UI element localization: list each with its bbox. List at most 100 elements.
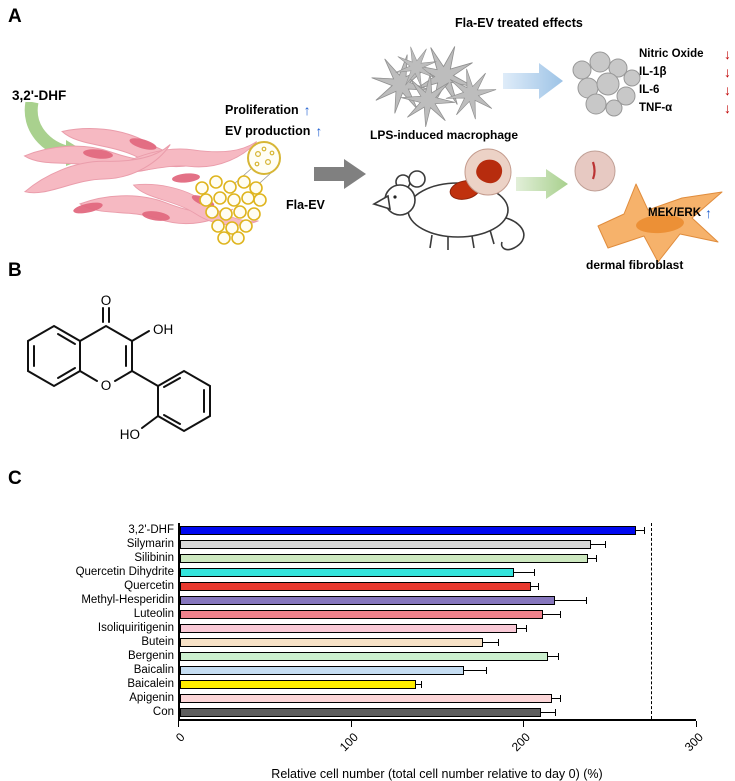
chemical-structure: O OH O HO: [27, 293, 211, 442]
error-bar-cap: [585, 596, 587, 604]
category-label: Baicalin: [133, 664, 174, 676]
category-label: Bergenin: [127, 650, 174, 662]
bar-row: Apigenin: [129, 691, 696, 705]
category-label: Quercetin: [124, 580, 174, 592]
x-tick-label: 0: [173, 730, 188, 745]
bar-row: 3,2'-DHF: [128, 523, 696, 537]
panel-b-label: B: [8, 260, 22, 281]
error-bar-cap: [596, 554, 598, 562]
category-label: Con: [152, 706, 174, 718]
error-bar-cap: [486, 666, 488, 674]
bar-row: Silymarin: [127, 537, 696, 551]
cytokine-label: IL-1β: [639, 66, 667, 78]
bar-row: Luteolin: [134, 607, 696, 621]
error-bar-cap: [420, 680, 422, 688]
cytokine-row: Nitric Oxide ↓: [639, 45, 731, 63]
x-tick-label: 100: [336, 730, 361, 755]
dermal-fibroblast-illustration: [597, 183, 723, 263]
bar: [180, 525, 636, 535]
ring-oxygen-label: O: [101, 378, 112, 393]
error-bar: [587, 557, 597, 559]
error-bar: [591, 543, 605, 545]
up-arrow-icon: ↑: [705, 205, 713, 221]
bar: [180, 693, 552, 703]
bar-row: Quercetin Dihydrite: [76, 565, 696, 579]
error-bar-cap: [534, 568, 536, 576]
x-tick-label: 200: [509, 730, 534, 755]
green-flow-arrow-icon: [516, 169, 568, 199]
bar-row: Butein: [141, 635, 696, 649]
error-bar: [530, 585, 538, 587]
error-bar: [517, 627, 526, 629]
panel-c-label: C: [8, 468, 22, 489]
up-arrow-icon: ↑: [315, 123, 323, 139]
down-arrow-icon: ↓: [724, 46, 731, 62]
error-bar-cap: [498, 638, 500, 646]
bar: [180, 553, 588, 563]
category-label: Baicalein: [127, 678, 174, 690]
bar-row: Bergenin: [128, 649, 696, 663]
cytokine-label: Nitric Oxide: [639, 48, 704, 60]
x-axis: 0 100 200 300: [173, 719, 706, 767]
gray-flow-arrow-icon: [314, 159, 366, 189]
error-bar-cap: [560, 694, 562, 702]
error-bar-cap: [604, 540, 606, 548]
bar: [180, 651, 549, 661]
treated-macrophage-illustration: [572, 51, 641, 117]
error-bar-cap: [525, 624, 527, 632]
bar-row: Quercetin: [124, 579, 696, 593]
x-tick: [523, 721, 525, 727]
bar: [180, 609, 543, 619]
x-tick-label: 300: [681, 730, 706, 755]
ev-production-label: EV production: [225, 124, 311, 138]
error-bar: [554, 599, 586, 601]
error-bar: [635, 529, 645, 531]
category-label: Silymarin: [126, 538, 174, 550]
c3-hydroxyl-label: OH: [153, 322, 173, 337]
ev-production-effect: EV production ↑: [225, 124, 322, 138]
category-label: Luteolin: [133, 608, 174, 620]
bar: [180, 567, 514, 577]
category-label: Quercetin Dihydrite: [75, 566, 174, 578]
fla-ev-label: Fla-EV: [286, 198, 325, 212]
bar: [180, 637, 483, 647]
up-arrow-icon: ↑: [303, 102, 311, 118]
cytokine-row: IL-1β ↓: [639, 63, 731, 81]
x-tick: [350, 721, 352, 727]
dermal-fibroblast-label: dermal fibroblast: [586, 258, 684, 272]
blue-flow-arrow-icon: [503, 63, 563, 99]
reference-line: [651, 523, 653, 719]
wound-inset-after: [574, 150, 616, 192]
cytokine-list: Nitric Oxide ↓ IL-1β ↓ IL-6 ↓ TNF-α ↓: [639, 45, 731, 117]
x-tick: [696, 721, 697, 727]
error-bar: [541, 711, 555, 713]
dhf-compound-label: 3,2'-DHF: [12, 88, 67, 103]
cytokine-label: IL-6: [639, 84, 660, 96]
down-arrow-icon: ↓: [724, 100, 731, 116]
error-bar: [415, 683, 421, 685]
bar-row: Baicalein: [127, 677, 696, 691]
bar: [180, 595, 555, 605]
cytokine-row: TNF-α ↓: [639, 99, 731, 117]
proliferation-effect: Proliferation ↑: [225, 103, 311, 117]
2prime-hydroxyl-label: HO: [120, 427, 140, 442]
mouse-illustration: [372, 170, 525, 251]
error-bar: [551, 697, 561, 699]
error-bar: [513, 571, 535, 573]
bar-row: Methyl-Hesperidin: [81, 593, 696, 607]
bar-row: Isoliquiritigenin: [98, 621, 696, 635]
error-bar-cap: [644, 526, 646, 534]
bar: [180, 581, 531, 591]
mek-erk-label: MEK/ERK: [648, 207, 702, 219]
bar: [180, 707, 542, 717]
cytokine-label: TNF-α: [639, 102, 673, 114]
error-bar-cap: [554, 708, 556, 716]
error-bar: [542, 613, 561, 615]
bar: [180, 665, 464, 675]
bar-row: Con: [153, 705, 696, 719]
error-bar: [463, 669, 487, 671]
error-bar-cap: [558, 652, 560, 660]
bar: [180, 539, 592, 549]
